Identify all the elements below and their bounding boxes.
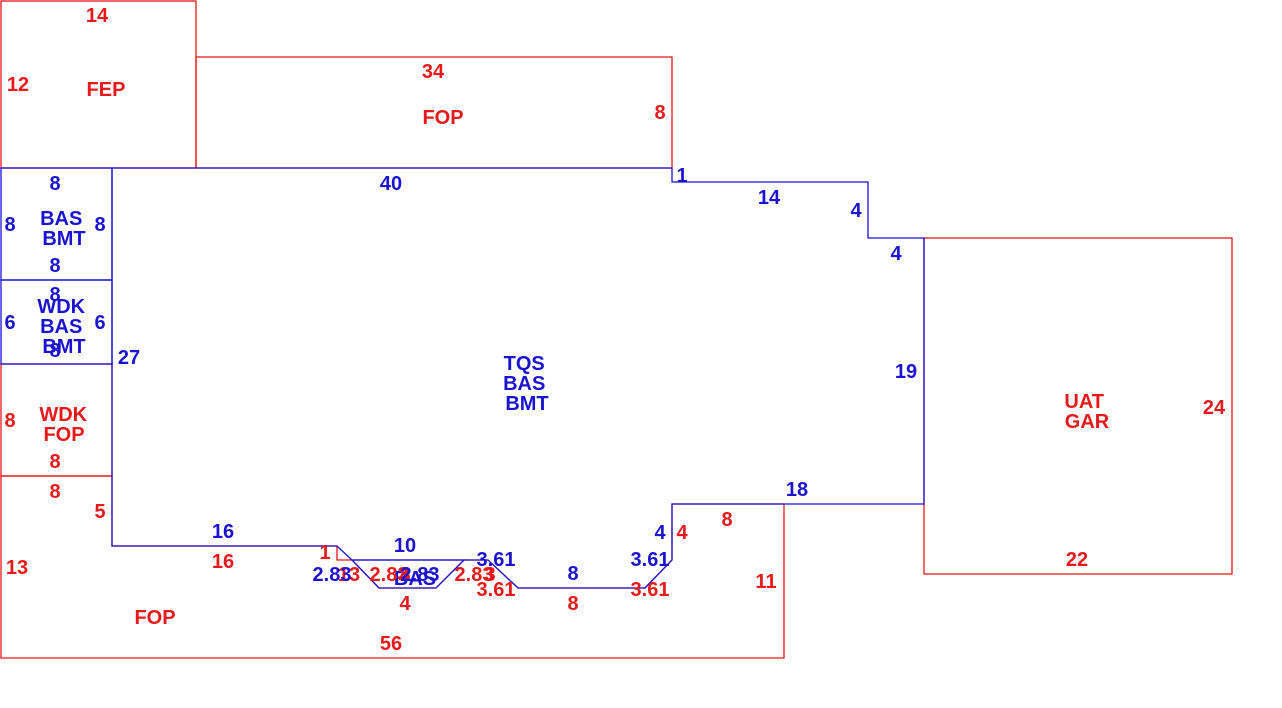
dim-main-10: 10 bbox=[394, 535, 416, 557]
dim-main-8-mid: 8 bbox=[567, 563, 578, 585]
dim-wdkfop-bottom: 8 bbox=[49, 451, 60, 473]
dim-main-top: 40 bbox=[380, 173, 402, 195]
dim-wdkbas-top: 8 bbox=[49, 284, 60, 306]
fep-label: FEP bbox=[87, 79, 126, 101]
dim-bas-bottom: 8 bbox=[49, 255, 60, 277]
dim-fopb-8-top: 8 bbox=[49, 481, 60, 503]
fop-bottom-label: FOP bbox=[134, 607, 175, 629]
dim-bas-left: 8 bbox=[4, 214, 15, 236]
dim-fopb-3: 3 bbox=[484, 564, 495, 586]
dim-fopb-56: 56 bbox=[380, 633, 402, 655]
wdk-bas-bmt-label: WDK BAS BMT bbox=[37, 296, 90, 358]
dim-bas-small-2-83: 2.83 bbox=[401, 564, 440, 586]
dim-uat-bottom: 22 bbox=[1066, 549, 1088, 571]
dim-fopb-4a: 4 bbox=[399, 593, 411, 615]
dim-fop-right: 8 bbox=[654, 102, 665, 124]
dim-fep-left: 12 bbox=[7, 74, 29, 96]
dim-main-right: 19 bbox=[895, 361, 917, 383]
dim-fopb-3-61a: 3.61 bbox=[477, 579, 516, 601]
dim-uat-right: 24 bbox=[1203, 397, 1226, 419]
uat-gar-label: UAT GAR bbox=[1064, 391, 1109, 433]
dim-fopb-3-61b: 3.61 bbox=[631, 579, 670, 601]
bas-small-label: BAS bbox=[394, 568, 436, 590]
dim-wdkbas-bottom: 8 bbox=[49, 340, 60, 362]
dim-wdkbas-right: 6 bbox=[94, 312, 105, 334]
dim-fopb-2-83a: 2.83 bbox=[370, 564, 409, 586]
dim-main-step14: 14 bbox=[758, 187, 781, 209]
dim-fopb-8c: 8 bbox=[399, 564, 410, 586]
dim-main-3-61-b: 3.61 bbox=[631, 549, 670, 571]
dim-fopb-4b: 4 bbox=[676, 522, 688, 544]
dim-fopb-2-83b: 2.83 bbox=[455, 564, 494, 586]
dim-fopb-5: 5 bbox=[94, 501, 105, 523]
dim-wdkfop-left: 8 bbox=[4, 410, 15, 432]
dim-fep-top: 14 bbox=[86, 5, 109, 27]
dim-fopb-16: 16 bbox=[212, 551, 234, 573]
dim-bas-top: 8 bbox=[49, 173, 60, 195]
bas-small-area bbox=[350, 559, 466, 589]
dim-main-step4b: 4 bbox=[890, 243, 902, 265]
dim-fopb-13b: 13 bbox=[338, 564, 360, 586]
dim-fopb-8e: 8 bbox=[721, 509, 732, 531]
bas-bmt-label: BAS BMT bbox=[40, 208, 88, 250]
dim-fopb-1: 1 bbox=[319, 542, 330, 564]
dim-main-2-83-left: 2.83 bbox=[313, 564, 352, 586]
dim-main-bottom-right: 18 bbox=[786, 479, 808, 501]
tqs-bas-bmt-label: TQS BAS BMT bbox=[503, 353, 551, 415]
dim-fop-top: 34 bbox=[422, 61, 445, 83]
dim-fopb-11: 11 bbox=[755, 571, 776, 593]
dim-main-left: 27 bbox=[118, 347, 140, 369]
dim-main-4: 4 bbox=[654, 522, 666, 544]
dim-main-step4a: 4 bbox=[850, 200, 862, 222]
dim-fopb-8d: 8 bbox=[567, 593, 578, 615]
wdk-fop-label: WDK FOP bbox=[39, 404, 92, 446]
fop-top-label: FOP bbox=[422, 107, 463, 129]
dim-main-3-61-a: 3.61 bbox=[477, 549, 516, 571]
dim-bas-right: 8 bbox=[94, 214, 105, 236]
dim-fopb-13: 13 bbox=[6, 557, 28, 579]
dim-main-16: 16 bbox=[212, 521, 234, 543]
dim-main-step1: 1 bbox=[676, 165, 687, 187]
tqs-bas-bmt-area bbox=[111, 167, 925, 589]
dim-wdkbas-left: 6 bbox=[4, 312, 15, 334]
